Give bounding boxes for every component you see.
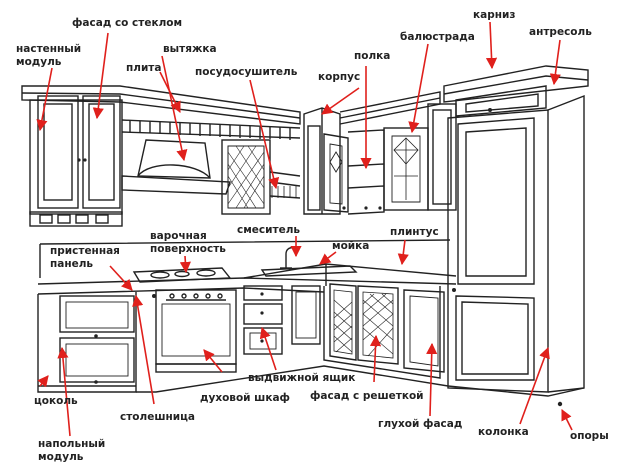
leader-arrows (36, 21, 573, 437)
label-vydvizhnoy-yashchik: выдвижной ящик (248, 372, 356, 384)
label-fasad-s-reshetkoy: фасад с решеткой (310, 390, 424, 402)
label-tsokol: цоколь (34, 395, 78, 407)
label-opory: опоры (570, 430, 609, 442)
label-balyustrada: балюстрада (400, 31, 475, 43)
label-korpus: корпус (318, 71, 361, 83)
label-polka: полка (354, 50, 391, 62)
kitchen-linework (21, 65, 589, 397)
label-fasad-so-steklom: фасад со стеклом (72, 17, 183, 29)
label-moyka: мойка (332, 240, 370, 252)
label-posudosushitel: посудосушитель (195, 66, 298, 78)
label-nastenny-1: настенный (16, 43, 82, 55)
label-varochnaya-1: варочная (150, 230, 207, 242)
cabinet-knobs (77, 108, 563, 407)
label-kolonka: колонка (478, 426, 529, 438)
label-napolny-1: напольный (38, 438, 106, 450)
label-karniz: карниз (473, 9, 516, 21)
label-glukhoy-fasad: глухой фасад (378, 418, 463, 430)
label-smesitel: смеситель (237, 224, 301, 236)
label-plita: плита (126, 62, 162, 74)
label-pristennaya-2: панель (50, 258, 94, 270)
label-nastenny-2: модуль (16, 56, 62, 68)
label-napolny-2: модуль (38, 451, 84, 463)
label-antresol: антресоль (529, 26, 592, 38)
label-plintus: плинтус (390, 226, 439, 238)
label-varochnaya-2: поверхность (150, 243, 226, 255)
label-dukhovoy-shkaf: духовой шкаф (200, 392, 290, 404)
label-vytyazhka: вытяжка (163, 43, 217, 55)
label-pristennaya-1: пристенная (50, 245, 120, 257)
label-stoleshnitsa: столешница (120, 411, 195, 423)
